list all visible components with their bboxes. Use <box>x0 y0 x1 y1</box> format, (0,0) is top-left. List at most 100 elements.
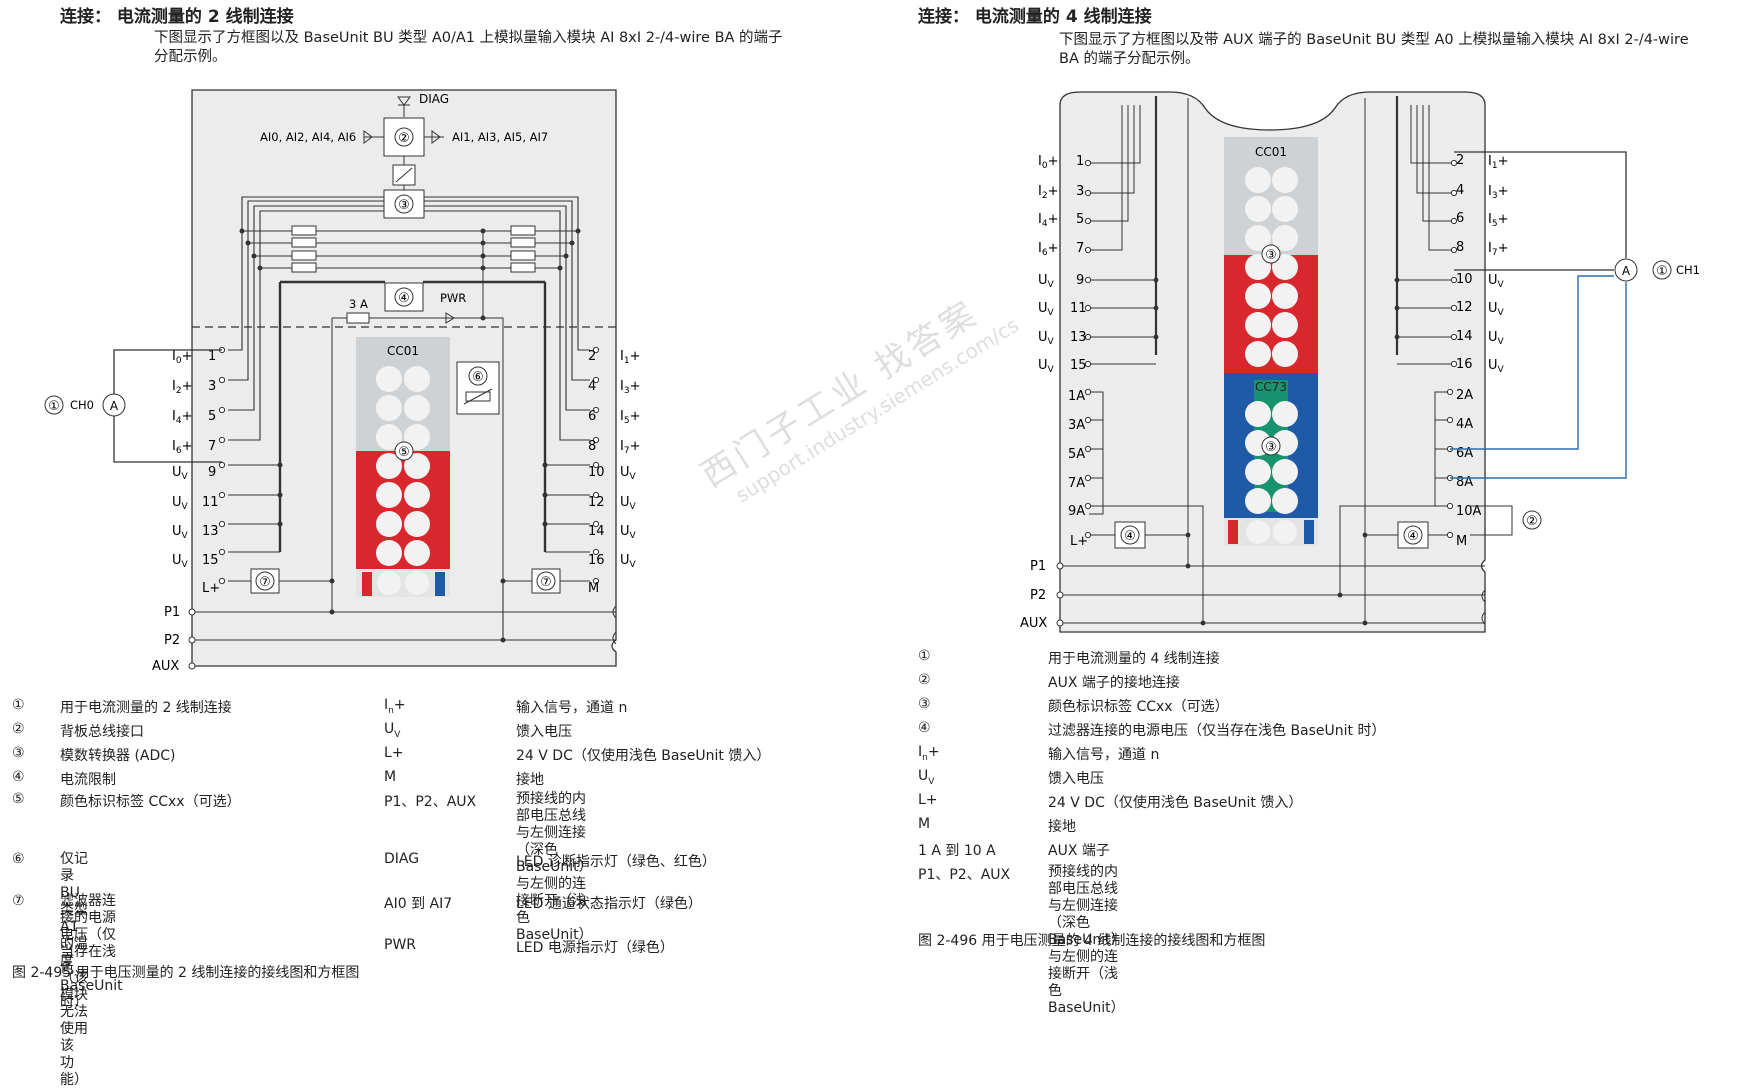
svg-text:5A: 5A <box>1068 447 1085 462</box>
svg-text:14: 14 <box>1456 329 1473 344</box>
right-legend-desc-1: 用于电流测量的 4 线制连接 <box>1048 651 1220 667</box>
right-legend-num-2: ② <box>918 672 931 688</box>
left-legend-term-desc-6: LED 诊断指示灯（绿色、红色） <box>516 854 716 870</box>
left-legend-term-5: P1、P2、AUX <box>384 794 477 810</box>
svg-text:12: 12 <box>1456 300 1473 315</box>
right-figure-caption: 图 2-496 用于电压测量的 4 线制连接的接线图和方框图 <box>918 933 1266 949</box>
svg-text:I1+: I1+ <box>620 349 640 366</box>
right-legend-desc-3: 颜色标识标签 CCxx（可选） <box>1048 699 1229 715</box>
aux-left-pins: 1A 3A 5A 7A 9A L+ <box>1068 389 1088 549</box>
ch1-blue-wiring <box>1450 275 1627 479</box>
svg-text:I0+: I0+ <box>1038 154 1058 171</box>
svg-text:1A: 1A <box>1068 389 1085 404</box>
svg-text:6: 6 <box>1456 211 1464 226</box>
circ-6: ⑥ <box>472 370 484 385</box>
svg-text:9: 9 <box>1076 273 1084 288</box>
svg-text:UV: UV <box>620 553 637 570</box>
right-legend-desc-7: 24 V DC（仅使用浅色 BaseUnit 馈入） <box>1048 795 1303 811</box>
svg-text:7: 7 <box>1076 241 1084 256</box>
bus-p2-right: P2 <box>1030 588 1046 603</box>
left-legend-term-8: PWR <box>384 937 417 953</box>
right-legend-term-9: 1 A 到 10 A <box>918 843 996 859</box>
svg-text:1: 1 <box>1076 154 1084 169</box>
circ-7-left: ⑦ <box>259 575 271 590</box>
left-legend-term-6: DIAG <box>384 851 420 867</box>
svg-text:3: 3 <box>1076 184 1084 199</box>
left-legend-term-3: L+ <box>384 745 404 761</box>
left-signal-labels-4wire: I0+ I2+ I4+ I6+ UV UV UV UV <box>1038 154 1058 375</box>
color-label-strip-cc01-cc73 <box>1224 137 1318 546</box>
bus-aux-right: AUX <box>1020 616 1047 631</box>
svg-text:16: 16 <box>1456 357 1473 372</box>
svg-text:4: 4 <box>1456 183 1464 198</box>
ch0-label: CH0 <box>70 398 94 412</box>
svg-text:UV: UV <box>172 465 189 482</box>
circ-3-top: ③ <box>1265 248 1277 263</box>
svg-text:I7+: I7+ <box>1488 241 1508 258</box>
svg-text:11: 11 <box>1070 301 1087 316</box>
left-legend-num-2: ② <box>12 721 25 737</box>
svg-text:4A: 4A <box>1456 417 1473 432</box>
diag-led <box>397 96 411 117</box>
circ-4-left: ④ <box>1124 529 1136 544</box>
svg-text:I4+: I4+ <box>172 409 192 426</box>
svg-text:UV: UV <box>1038 301 1055 318</box>
left-legend-num-4: ④ <box>12 769 25 785</box>
pwr-label: PWR <box>440 291 466 305</box>
svg-text:UV: UV <box>620 465 637 482</box>
color-label-strip-cc01 <box>356 337 450 597</box>
left-legend-term-2: UV <box>384 721 401 740</box>
svg-text:2: 2 <box>588 349 596 364</box>
ch1-ammeter-label: A <box>1622 264 1631 278</box>
svg-text:9: 9 <box>208 465 216 480</box>
circ-7-right: ⑦ <box>540 575 552 590</box>
svg-text:8: 8 <box>588 439 596 454</box>
right-legend-desc-2: AUX 端子的接地连接 <box>1048 675 1180 691</box>
right-legend-term-6: UV <box>918 768 935 787</box>
svg-text:UV: UV <box>1488 358 1505 375</box>
left-wiring-diagram: DIAG ② AI0, AI2, AI4, AI6 AI1, AI3, AI5,… <box>44 89 640 674</box>
svg-text:11: 11 <box>202 495 219 510</box>
svg-text:6A: 6A <box>1456 446 1473 461</box>
left-legend-num-7: ⑦ <box>12 893 25 909</box>
left-pin-numbers-4wire: 1 3 5 7 9 11 13 15 <box>1070 154 1087 373</box>
right-intro: 下图显示了方框图以及带 AUX 端子的 BaseUnit BU 类型 A0 上模… <box>1059 31 1689 69</box>
svg-text:I3+: I3+ <box>620 379 640 396</box>
left-legend-desc-4: 电流限制 <box>60 772 116 788</box>
svg-text:13: 13 <box>202 524 219 539</box>
left-legend-term-desc-5: 预接线的内部电压总线 与左侧连接（深色 BaseUnit） 与左侧的连接断开（浅… <box>516 791 593 943</box>
left-legend-desc-2: 背板总线接口 <box>60 724 144 740</box>
bus-p1-right: P1 <box>1030 559 1046 574</box>
svg-text:5: 5 <box>1076 212 1084 227</box>
svg-text:M: M <box>1456 534 1467 549</box>
svg-text:I2+: I2+ <box>172 379 192 396</box>
svg-text:UV: UV <box>1038 273 1055 290</box>
svg-text:M: M <box>588 581 599 596</box>
circ-5: ⑤ <box>398 445 410 460</box>
fuse-symbol <box>346 312 370 324</box>
left-legend-desc-7: 滤波器连接的电源电压（仅当存在浅色 BaseUnit 时） <box>60 893 123 1011</box>
aux-right-pins: 2A 4A 6A 8A 10A M <box>1456 388 1482 549</box>
svg-text:I4+: I4+ <box>1038 212 1058 229</box>
left-legend-term-desc-8: LED 电源指示灯（绿色） <box>516 940 674 956</box>
left-legend-term-desc-7: LED 通道状态指示灯（绿色） <box>516 896 702 912</box>
svg-text:I3+: I3+ <box>1488 184 1508 201</box>
left-figure-caption: 图 2-495 用于电压测量的 2 线制连接的接线图和方框图 <box>12 965 360 981</box>
circ-3: ③ <box>398 198 410 213</box>
svg-text:L+: L+ <box>202 581 220 596</box>
svg-text:6: 6 <box>588 409 596 424</box>
right-wiring-diagram: CC01 CC73 ③ ③ ④ ④ 1 3 5 7 9 11 13 15 1A … <box>1020 91 1700 633</box>
svg-text:8: 8 <box>1456 240 1464 255</box>
svg-text:UV: UV <box>620 495 637 512</box>
right-legend-term-10: P1、P2、AUX <box>918 867 1011 883</box>
svg-text:UV: UV <box>1488 273 1505 290</box>
left-legend-num-6: ⑥ <box>12 851 25 867</box>
right-signal-labels-4wire: I1+ I3+ I5+ I7+ UV UV UV UV <box>1488 154 1508 375</box>
right-legend-num-4: ④ <box>918 720 931 736</box>
diag-label: DIAG <box>419 92 449 106</box>
svg-text:10: 10 <box>1456 272 1473 287</box>
svg-text:I5+: I5+ <box>1488 212 1508 229</box>
svg-text:3: 3 <box>208 379 216 394</box>
right-legend-term-7: L+ <box>918 792 938 808</box>
svg-text:14: 14 <box>588 524 605 539</box>
